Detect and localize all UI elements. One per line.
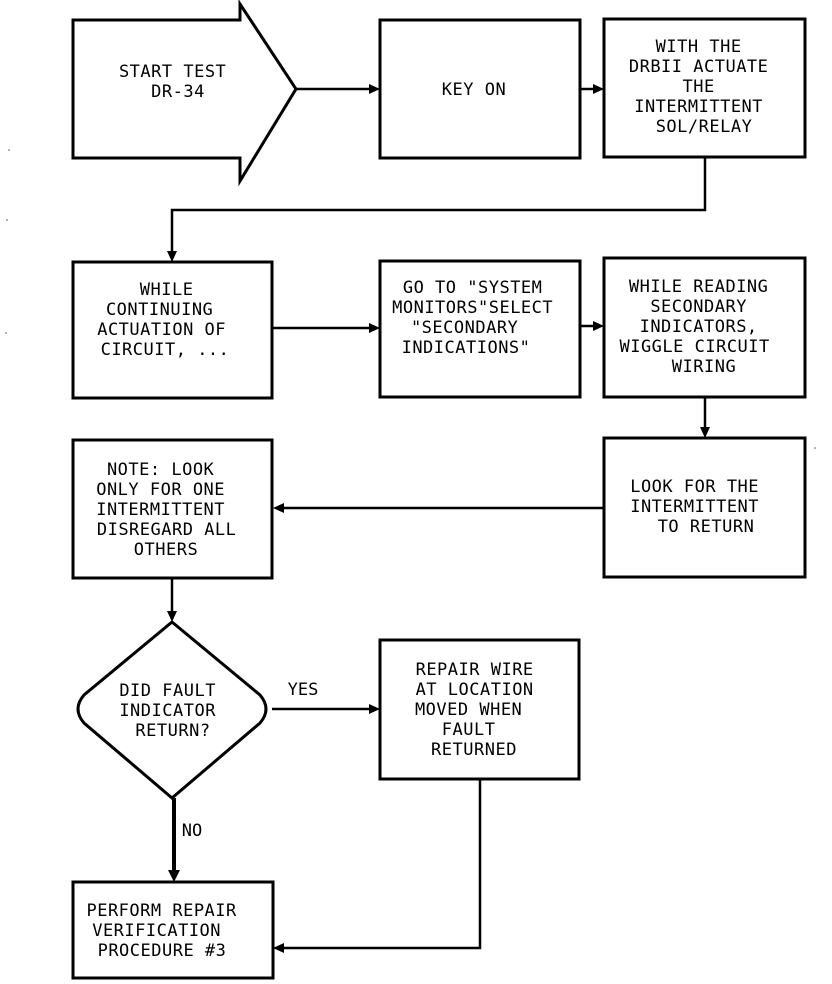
arrowhead <box>700 427 710 438</box>
note-label-line: NOTE: LOOK <box>107 460 215 480</box>
actuate-label-line: WITH THE <box>656 37 742 57</box>
arrowhead <box>593 84 604 94</box>
repair-wire-label-line: MOVED WHEN <box>415 700 522 720</box>
repair-wire-box <box>378 638 581 781</box>
while-reading-label-line: WHILE READING <box>629 277 769 297</box>
system-monitors-label: GO TO "SYSTEM MONITORS"SELECT "SECONDARY… <box>392 278 564 358</box>
start-label-line: START TEST <box>119 62 226 82</box>
system-monitors-label-line: GO TO "SYSTEM <box>403 278 543 298</box>
system-monitors-label-line: INDICATIONS" <box>402 338 531 358</box>
start-label-line: DR-34 <box>151 82 205 102</box>
arrowhead <box>273 943 284 953</box>
arrowhead <box>369 84 380 94</box>
actuate-label-line: DRBII ACTUATE <box>629 57 769 77</box>
arrowhead <box>167 611 177 622</box>
verification-label: PERFORM REPAIR VERIFICATION PROCEDURE #3 <box>86 901 247 961</box>
key-on-box <box>378 18 582 160</box>
arrowhead <box>369 323 380 333</box>
look-for-box <box>602 436 807 579</box>
while-continuing-label-line: WHILE <box>140 280 194 300</box>
start-arrow-shape <box>71 0 298 187</box>
while-reading-label: WHILE READING SECONDARY INDICATORS, WIGG… <box>619 277 780 377</box>
repair-wire-label: REPAIR WIRE AT LOCATION MOVED WHEN FAULT… <box>415 660 544 760</box>
while-continuing-label-line: CIRCUIT, ... <box>101 340 230 360</box>
scan-speck <box>814 447 816 449</box>
decision-label-line: RETURN? <box>135 721 210 741</box>
while-continuing-box <box>71 260 274 400</box>
note-label-line: INTERMITTENT <box>96 500 225 520</box>
while-reading-box <box>602 256 807 399</box>
no-edge-label: NO <box>182 821 202 841</box>
arrowhead <box>168 870 180 882</box>
scan-speck <box>5 332 7 334</box>
arrowhead <box>167 251 177 262</box>
arrowhead <box>369 704 380 714</box>
decision-label-line: DID FAULT <box>119 681 216 701</box>
while-continuing-label-line: ACTUATION OF <box>97 320 226 340</box>
while-continuing-label-line: CONTINUING <box>106 300 213 320</box>
repair-wire-label-line: AT LOCATION <box>416 680 534 700</box>
while-reading-label-line: WIRING <box>672 357 736 377</box>
actuate-box <box>602 17 807 159</box>
look-for-label-line: INTERMITTENT <box>630 497 759 517</box>
system-monitors-box <box>378 259 582 399</box>
look-for-label: LOOK FOR THE INTERMITTENT TO RETURN <box>630 477 770 537</box>
look-for-label-line: LOOK FOR THE <box>630 477 759 497</box>
scan-speck <box>8 149 10 151</box>
note-label-line: OTHERS <box>134 540 198 560</box>
verification-label-line: PERFORM REPAIR <box>86 901 237 921</box>
note-label-line: DISREGARD ALL <box>97 520 237 540</box>
decision-label-line: INDICATOR <box>119 701 216 721</box>
repair-wire-label-line: RETURNED <box>431 740 517 760</box>
key-on-label-line: KEY ON <box>442 80 506 100</box>
repair-wire-label-line: FAULT <box>442 720 496 740</box>
verification-label-line: VERIFICATION <box>92 921 221 941</box>
actuate-label-line: INTERMITTENT <box>634 97 763 117</box>
yes-edge-label: YES <box>288 680 319 700</box>
decision-label: DID FAULT INDICATOR RETURN? <box>119 681 226 741</box>
start-label: START TEST DR-34 <box>119 62 237 102</box>
look-for-label-line: TO RETURN <box>658 517 755 537</box>
actuate-label-line: THE <box>683 77 715 97</box>
arrowhead <box>273 503 284 513</box>
scan-speck <box>6 219 8 221</box>
decision-diamond <box>76 620 268 800</box>
while-reading-label-line: SECONDARY <box>650 297 747 317</box>
actuate-label: WITH THE DRBII ACTUATE THE INTERMITTENT … <box>629 37 779 137</box>
repair-wire-label-line: REPAIR WIRE <box>416 660 534 680</box>
arrowhead <box>593 321 604 331</box>
verification-box <box>71 880 275 980</box>
note-label: NOTE: LOOK ONLY FOR ONE INTERMITTENT DIS… <box>96 460 247 560</box>
actuate-label-line: SOL/RELAY <box>656 117 753 137</box>
system-monitors-label-line: "SECONDARY <box>411 318 518 338</box>
while-continuing-label: WHILE CONTINUING ACTUATION OF CIRCUIT, .… <box>97 280 237 360</box>
system-monitors-label-line: MONITORS"SELECT <box>392 298 553 318</box>
edge-actuate-to-while-continuing <box>170 157 707 252</box>
note-label-line: ONLY FOR ONE <box>96 480 225 500</box>
while-reading-label-line: INDICATORS, <box>640 317 758 337</box>
note-box <box>71 438 274 580</box>
verification-label-line: PROCEDURE #3 <box>98 941 227 961</box>
edge-repair-wire-to-verification <box>283 779 482 950</box>
key-on-label: KEY ON <box>442 80 506 100</box>
while-reading-label-line: WIGGLE CIRCUIT <box>619 337 769 357</box>
